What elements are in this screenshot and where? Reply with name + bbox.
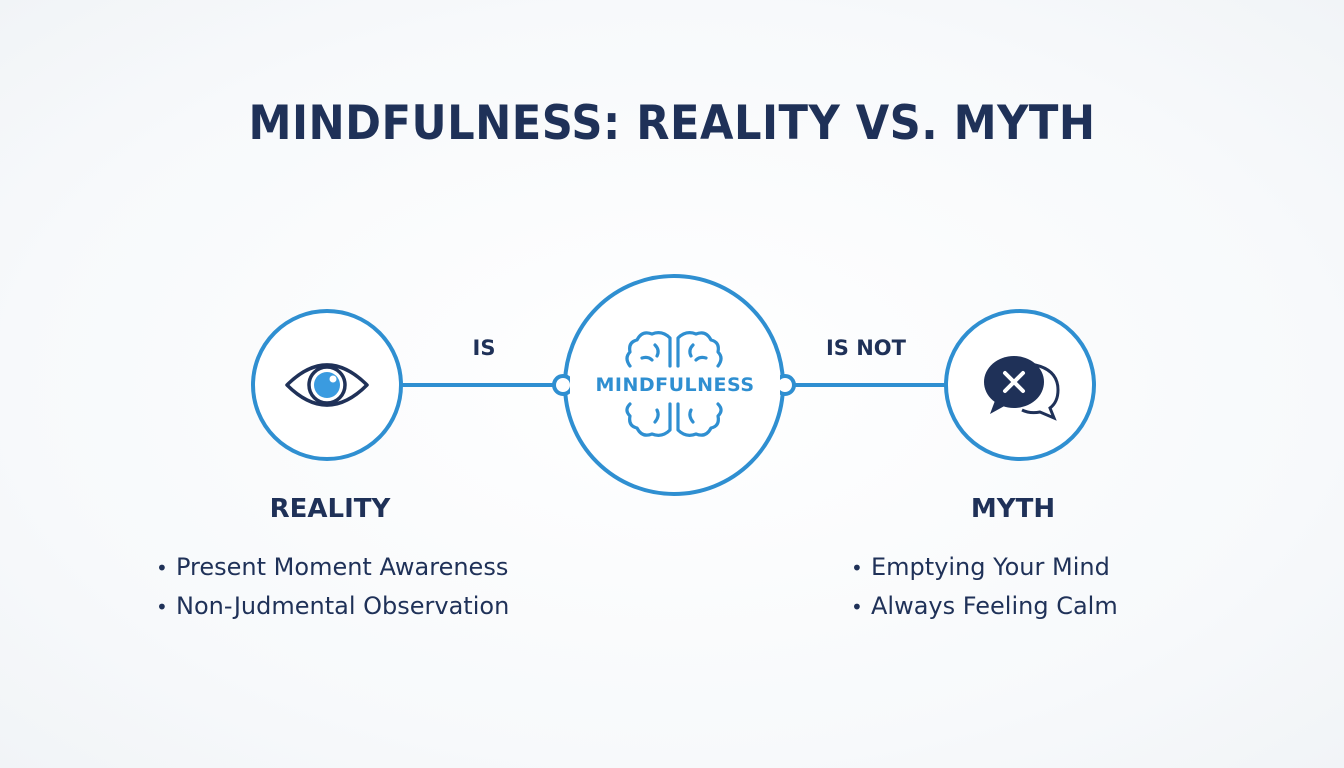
is-not-label: IS NOT xyxy=(825,336,906,360)
reality-node xyxy=(251,309,403,461)
speech-bubbles-x-icon xyxy=(984,356,1060,421)
myth-points-list: Emptying Your Mind Always Feeling Calm xyxy=(851,548,1118,626)
reality-heading: REALITY xyxy=(269,494,391,524)
reality-points-list: Present Moment Awareness Non-Judmental O… xyxy=(156,548,509,626)
brain-icon xyxy=(625,331,723,437)
myth-heading: MYTH xyxy=(970,494,1056,524)
page-title: MINDFULNESS: REALITY VS. MYTH xyxy=(248,96,1096,151)
list-item: Non-Judmental Observation xyxy=(156,587,509,626)
mindfulness-label: MINDFULNESS xyxy=(570,372,780,398)
eye-icon xyxy=(285,363,369,407)
myth-node xyxy=(944,309,1096,461)
list-item: Emptying Your Mind xyxy=(851,548,1118,587)
is-label: IS xyxy=(472,336,496,360)
list-item: Always Feeling Calm xyxy=(851,587,1118,626)
list-item: Present Moment Awareness xyxy=(156,548,509,587)
